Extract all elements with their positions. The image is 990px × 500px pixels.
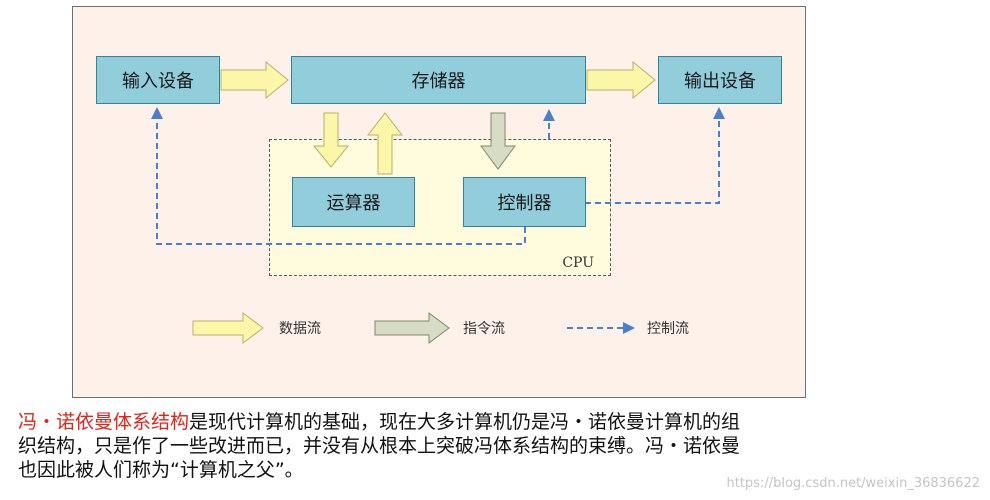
flow-arrows <box>151 60 725 344</box>
caption-line-2: 织结构，只是作了一些改进而已，并没有从根本上突破冯体系结构的束缚。冯・诺依曼 <box>18 435 741 457</box>
caption-line-1: 冯・诺依曼体系结构是现代计算机的基础，现在大多计算机仍是冯・诺依曼计算机的组 <box>18 410 968 434</box>
caption-paragraph: 冯・诺依曼体系结构是现代计算机的基础，现在大多计算机仍是冯・诺依曼计算机的组 织… <box>18 410 968 482</box>
input-device-box: 输入设备 <box>96 56 220 104</box>
memory-label: 存储器 <box>411 71 466 92</box>
output-device-box: 输出设备 <box>658 56 782 104</box>
controller-label: 控制器 <box>497 193 552 214</box>
alu-box: 运算器 <box>292 177 415 227</box>
data-flow-arrow-input-to-memory <box>220 60 289 100</box>
controller-box: 控制器 <box>463 177 586 227</box>
memory-box: 存储器 <box>291 56 586 104</box>
caption-line-3: 也因此被人们称为“计算机之父”。 <box>18 459 304 481</box>
legend-data-flow-arrow <box>192 312 264 344</box>
cpu-label: CPU <box>562 255 594 271</box>
caption-line-1-text: 是现代计算机的基础，现在大多计算机仍是冯・诺依曼计算机的组 <box>189 411 741 433</box>
legend-instruction-flow-arrow <box>374 312 450 344</box>
control-flow-line-controller-to-output <box>585 107 725 204</box>
legend-instruction-flow-label: 指令流 <box>463 321 505 337</box>
input-device-label: 输入设备 <box>122 71 194 92</box>
data-flow-arrow-memory-to-alu <box>312 112 350 168</box>
output-device-label: 输出设备 <box>684 71 756 92</box>
legend-data-flow-label: 数据流 <box>279 321 321 337</box>
alu-label: 运算器 <box>326 193 381 214</box>
data-flow-arrow-memory-to-output <box>586 60 656 100</box>
von-neumann-diagram: CPU 输入设备 存储器 输出设备 <box>72 6 806 398</box>
legend-control-flow-label: 控制流 <box>647 321 689 337</box>
watermark: https://blog.csdn.net/weixin_36836622 <box>726 476 980 491</box>
instruction-flow-arrow-memory-to-controller <box>480 112 516 170</box>
data-flow-arrow-alu-to-memory <box>366 112 404 175</box>
control-flow-line-controller-to-input <box>151 107 526 245</box>
caption-highlight: 冯・诺依曼体系结构 <box>18 411 190 433</box>
